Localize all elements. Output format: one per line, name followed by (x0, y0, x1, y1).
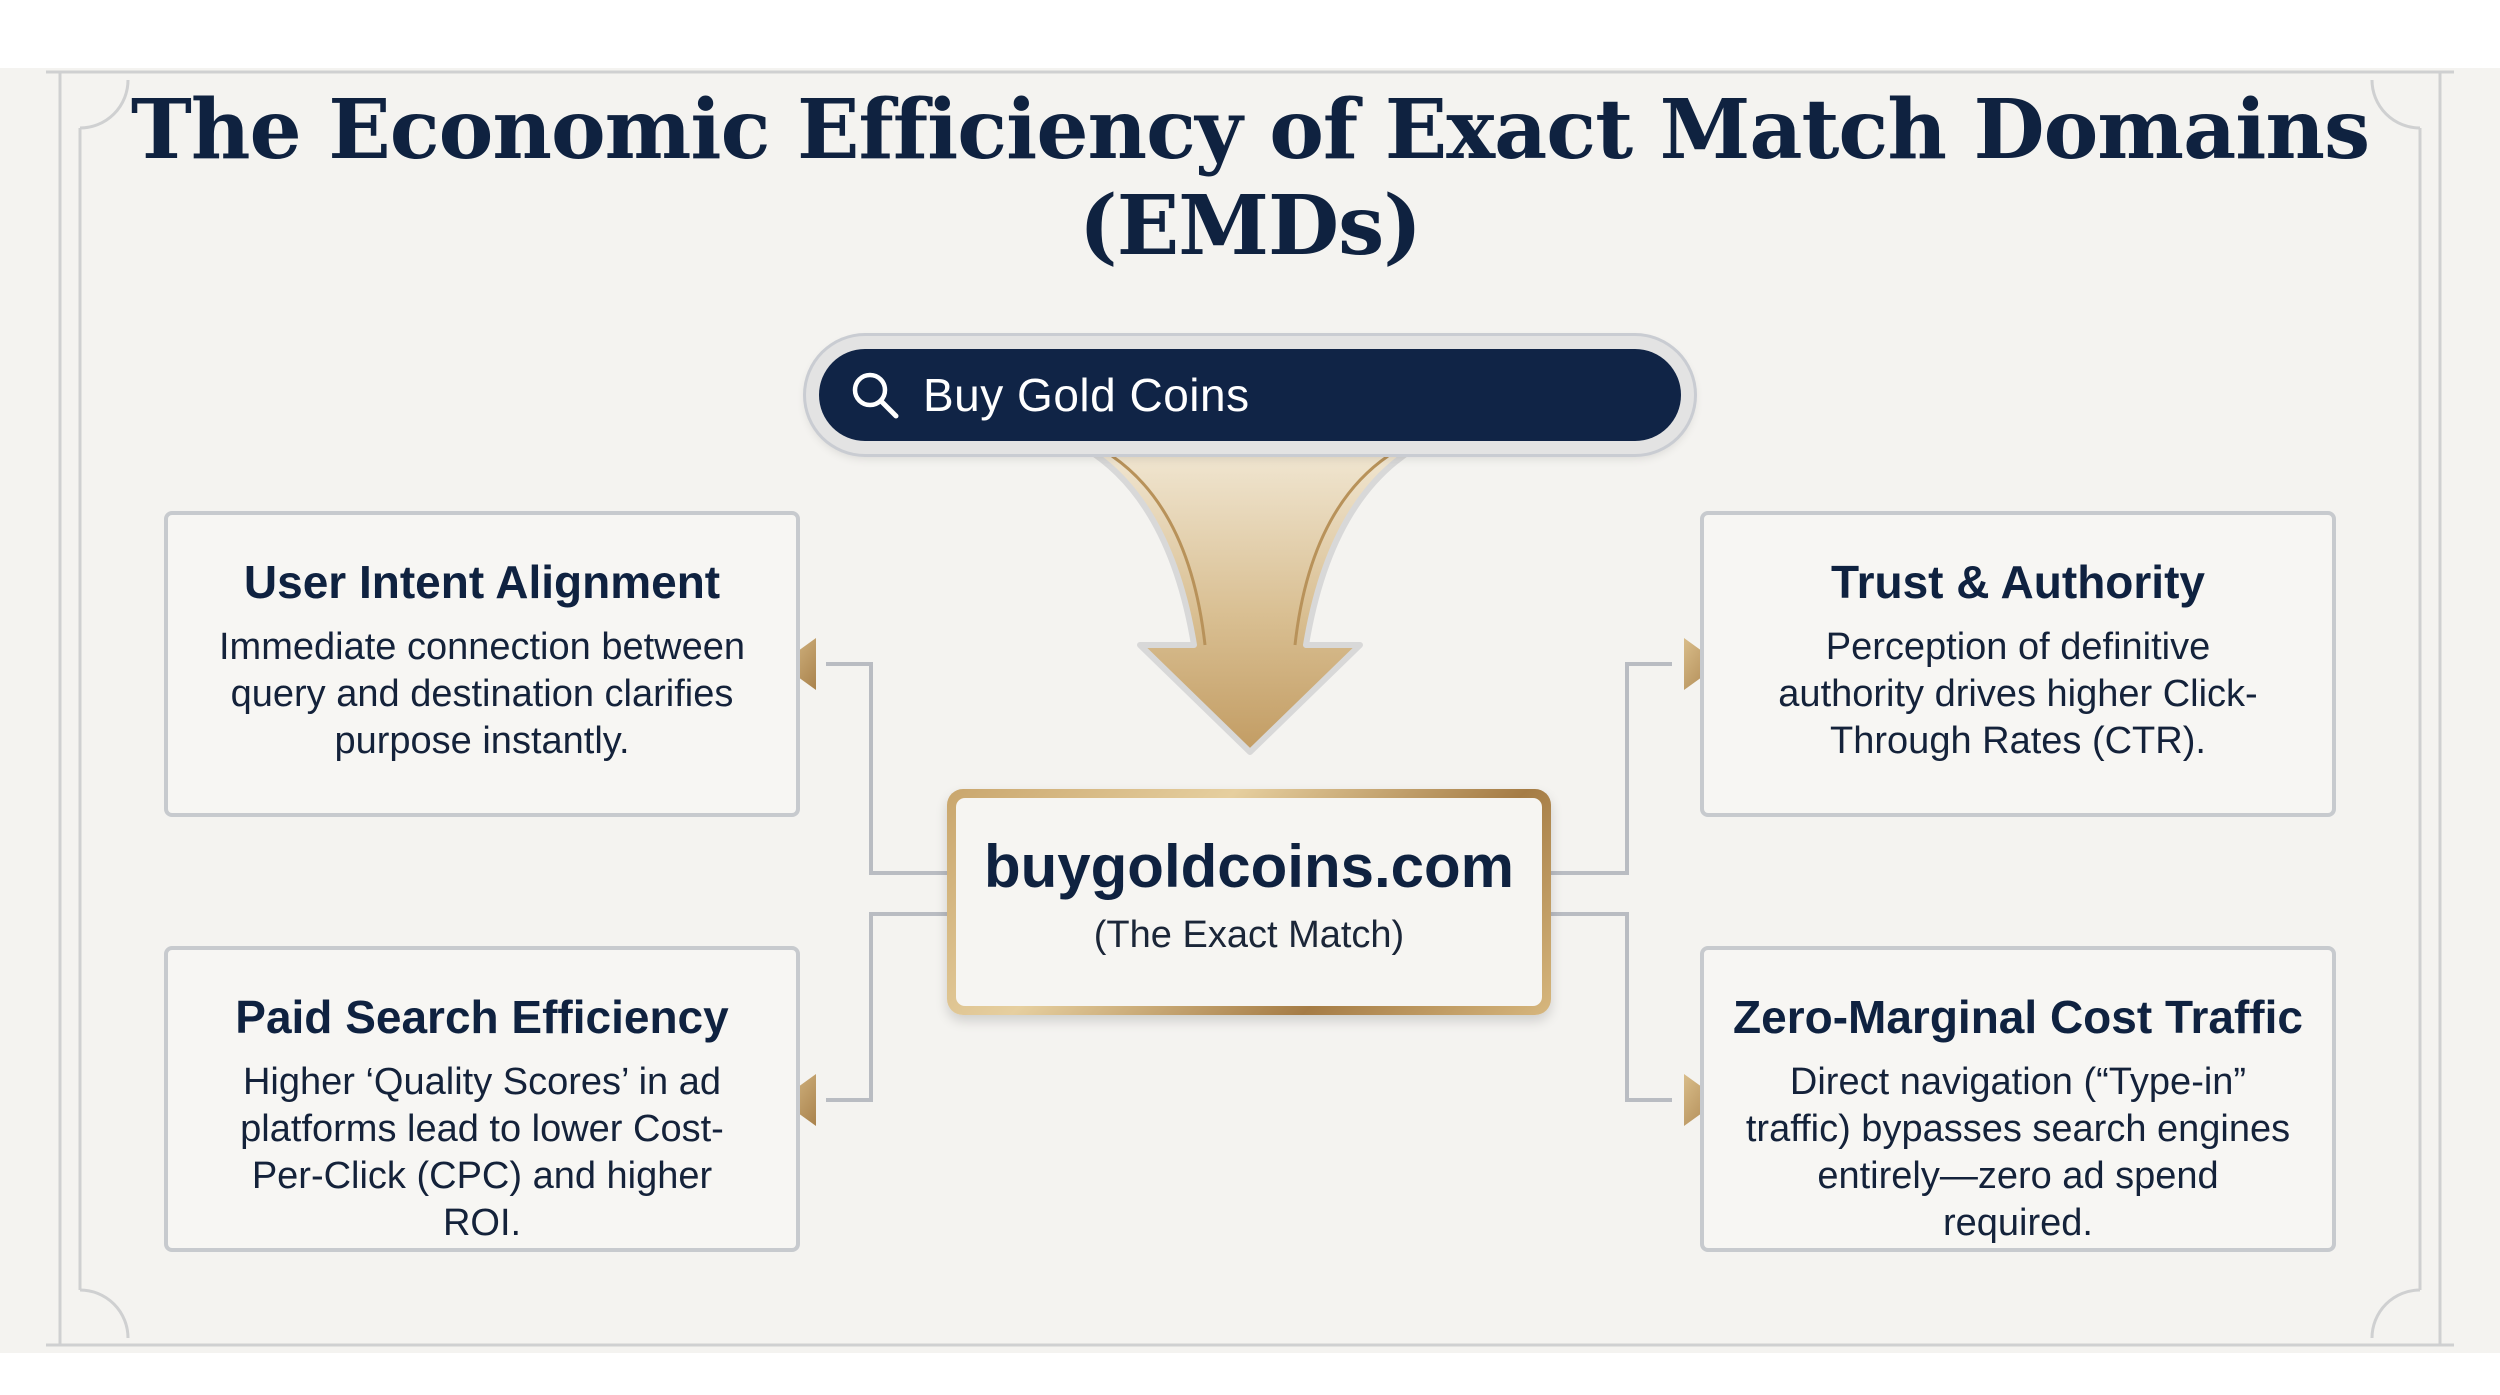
card-text: Direct navigation (“Type-in” traffic) by… (1745, 1061, 2291, 1245)
search-icon (852, 372, 899, 419)
funnel-arrow (1082, 445, 1418, 755)
domain-subtitle: (The Exact Match) (1093, 914, 1405, 956)
card-user-intent: User Intent Alignment Immediate connecti… (164, 511, 800, 817)
card-zero-marginal-cost: Zero-Marginal Cost Traffic Direct naviga… (1700, 946, 2336, 1252)
exact-match-domain-box: buygoldcoins.com (The Exact Match) (947, 789, 1551, 1015)
page-title: The Economic Efficiency of Exact Match D… (130, 82, 2370, 274)
frame-lines (46, 70, 2454, 1347)
exact-match-domain-inner: buygoldcoins.com (The Exact Match) (956, 798, 1542, 1006)
search-bar: Buy Gold Coins (806, 336, 1694, 454)
search-query: Buy Gold Coins (923, 369, 1250, 421)
card-text: Higher ‘Quality Scores’ in ad platforms … (240, 1061, 724, 1245)
card-heading: User Intent Alignment (243, 556, 721, 608)
card-heading: Paid Search Efficiency (235, 991, 729, 1043)
card-text: Perception of definitive authority drive… (1778, 626, 2258, 763)
card-trust-authority: Trust & Authority Perception of definiti… (1700, 511, 2336, 817)
connector-lines (826, 662, 1672, 1102)
card-paid-search: Paid Search Efficiency Higher ‘Quality S… (164, 946, 800, 1252)
card-heading: Trust & Authority (1831, 556, 2205, 608)
card-heading: Zero-Marginal Cost Traffic (1733, 991, 2303, 1043)
card-text: Immediate connection between query and d… (219, 626, 745, 763)
search-bar-inner: Buy Gold Coins (819, 349, 1681, 441)
domain-name: buygoldcoins.com (983, 833, 1515, 900)
